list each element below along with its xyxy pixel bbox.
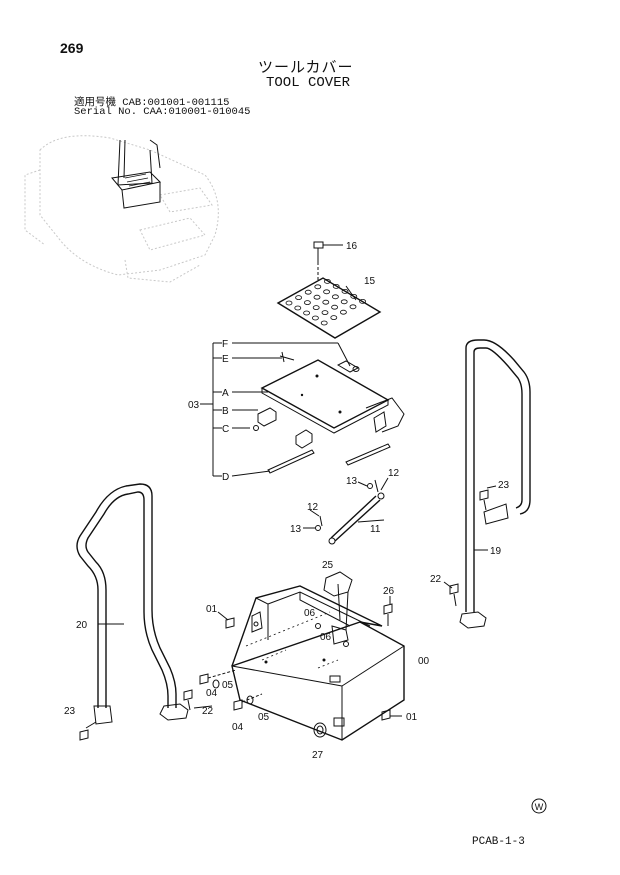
- callout-20: 20: [76, 620, 88, 631]
- screw-26: [383, 596, 393, 626]
- callout-C: C: [222, 424, 229, 435]
- callout-11: 11: [370, 524, 381, 535]
- mat-hole: [340, 299, 348, 305]
- page-number: 269: [60, 40, 84, 56]
- callout-03: 03: [188, 400, 200, 411]
- w-mark-letter: W: [535, 802, 544, 812]
- screw-C: [253, 425, 259, 431]
- hinge-B: [257, 407, 387, 449]
- title-english: TOOL COVER: [266, 75, 351, 91]
- mat-hole: [313, 294, 321, 300]
- callout-01-top: 01: [206, 604, 218, 615]
- callout-15: 15: [364, 276, 376, 287]
- mat-hole: [303, 310, 311, 316]
- w-mark: W: [531, 798, 547, 814]
- callout-F: F: [222, 339, 228, 350]
- callout-D: D: [222, 472, 229, 483]
- mat-hole: [350, 293, 358, 299]
- callout-25: 25: [322, 560, 334, 571]
- bolt-22-right: [443, 581, 459, 607]
- callout-13-lower: 13: [290, 524, 302, 535]
- callout-22-right: 22: [430, 574, 442, 585]
- mat-hole: [349, 304, 357, 310]
- mat-hole: [341, 288, 349, 294]
- title-japanese: ツールカバー: [258, 59, 354, 76]
- callout-12-lower: 12: [307, 502, 319, 513]
- machine-overview-illustration: [24, 135, 219, 283]
- callout-B: B: [222, 406, 229, 417]
- mat-hole: [285, 300, 293, 306]
- mat-hole: [330, 315, 338, 321]
- mat-hole: [312, 305, 320, 311]
- strips-D: [267, 443, 391, 474]
- callout-26: 26: [383, 586, 395, 597]
- latch-25: [323, 571, 353, 631]
- callout-16: 16: [346, 241, 358, 252]
- assembly-03-bracket: [200, 342, 351, 477]
- bolt-washer-04-05: [199, 669, 263, 711]
- mat-hole: [320, 320, 328, 326]
- handrail-20: [76, 483, 189, 725]
- mat-hole: [294, 305, 302, 311]
- mat-hole: [314, 284, 322, 290]
- bolt-01-bottom: [381, 709, 402, 721]
- mat-hole: [323, 278, 331, 284]
- callout-05-upper: 05: [222, 680, 234, 691]
- bolt-01-top: [217, 611, 235, 629]
- callout-12-upper: 12: [388, 468, 400, 479]
- perforated-mat-15: [276, 277, 382, 339]
- footer-code: PCAB-1-3: [472, 836, 525, 848]
- callout-E: E: [222, 354, 229, 365]
- mat-hole: [321, 310, 329, 316]
- mat-hole: [304, 289, 312, 295]
- mat-hole: [322, 299, 330, 305]
- callout-05-lower: 05: [258, 712, 270, 723]
- callout-04-upper: 04: [206, 688, 218, 699]
- grommet-27: [313, 722, 327, 738]
- mat-hole: [331, 294, 339, 300]
- callout-06-lower: 06: [320, 632, 332, 643]
- screw-06: [315, 623, 349, 647]
- mat-hole: [332, 283, 340, 289]
- mat-hole: [331, 304, 339, 310]
- callout-22-left: 22: [202, 706, 214, 717]
- callout-A: A: [222, 388, 229, 399]
- lid-A: [260, 351, 405, 434]
- callout-23-left: 23: [64, 706, 76, 717]
- callout-01-bottom: 01: [406, 712, 418, 723]
- mat-hole: [323, 289, 331, 295]
- mat-hole: [359, 298, 367, 304]
- handrail-19: [459, 339, 531, 629]
- bolt-22-left: [183, 689, 213, 711]
- callout-19: 19: [490, 546, 502, 557]
- callout-13-upper: 13: [346, 476, 358, 487]
- serial-number-line: Serial No. CAA:010001-010045: [74, 106, 251, 118]
- callout-23-right: 23: [498, 480, 510, 491]
- callout-27: 27: [312, 750, 324, 761]
- bolt-23-right: [479, 485, 497, 511]
- mat-hole: [311, 315, 319, 321]
- mat-hole: [339, 309, 347, 315]
- callout-06-upper: 06: [304, 608, 316, 619]
- gas-spring-11: [303, 477, 389, 545]
- mat-hole: [303, 300, 311, 306]
- callout-00: 00: [418, 656, 430, 667]
- bolt-16: [313, 241, 343, 280]
- callout-04-lower: 04: [232, 722, 244, 733]
- mat-hole: [295, 295, 303, 301]
- bolt-23-left: [79, 721, 97, 741]
- serial-applicable-line: 適用号機 CAB:001001-001115: [74, 97, 230, 109]
